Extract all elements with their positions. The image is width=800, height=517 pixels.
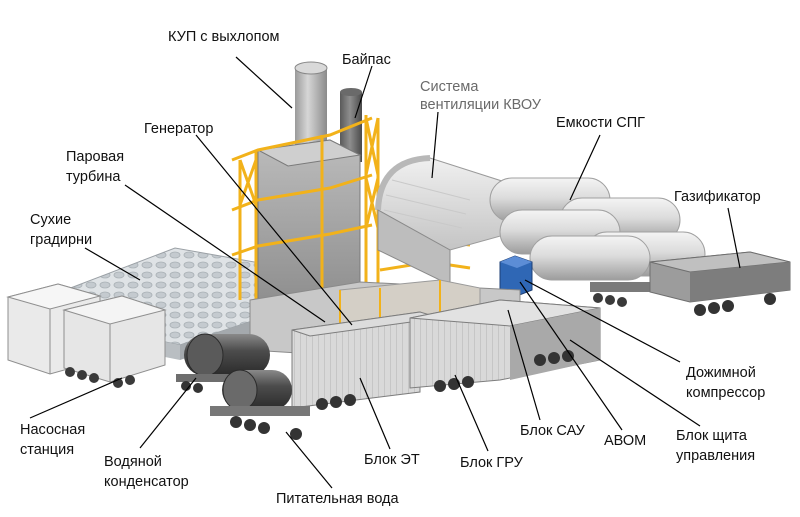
leader-lines (29, 56, 741, 489)
label-panel-line2: управления (676, 448, 756, 464)
label-avom: АВОМ (604, 433, 647, 449)
label-condenser-line1: Водяной (104, 454, 162, 470)
label-gasifier: Газификатор (674, 189, 761, 205)
label-lng-tanks: Емкости СПГ (556, 115, 645, 131)
label-booster-line1: Дожимной (686, 365, 756, 381)
label-pump-line1: Насосная (20, 422, 86, 438)
label-vent-line2: вентиляции КВОУ (420, 97, 542, 113)
label-block-sau: Блок САУ (520, 423, 585, 439)
feed-water-tank (210, 369, 310, 440)
label-dry-line1: Сухие (30, 212, 72, 228)
label-turbine-line1: Паровая (66, 149, 125, 165)
label-block-gru: Блок ГРУ (460, 455, 523, 471)
label-bypass: Байпас (342, 52, 391, 68)
yellow-frame (231, 115, 471, 305)
label-pump-line2: станция (20, 442, 75, 458)
label-dry-line2: градирни (30, 232, 93, 248)
label-vent-line1: Система (420, 79, 479, 95)
label-kup: КУП с выхлопом (168, 29, 280, 45)
pump-station (6, 283, 167, 388)
label-block-et: Блок ЭТ (364, 452, 420, 468)
gasifier-trailer (649, 251, 791, 316)
label-condenser-line2: конденсатор (104, 474, 189, 490)
ventilation-hood (375, 155, 516, 286)
label-feed-water: Питательная вода (276, 491, 399, 507)
label-panel-line1: Блок щита (676, 428, 747, 444)
label-generator: Генератор (144, 121, 214, 137)
label-turbine-line2: турбина (66, 169, 121, 185)
water-condenser (176, 333, 270, 393)
front-blocks (291, 299, 601, 410)
label-booster-line2: компрессор (686, 385, 766, 401)
